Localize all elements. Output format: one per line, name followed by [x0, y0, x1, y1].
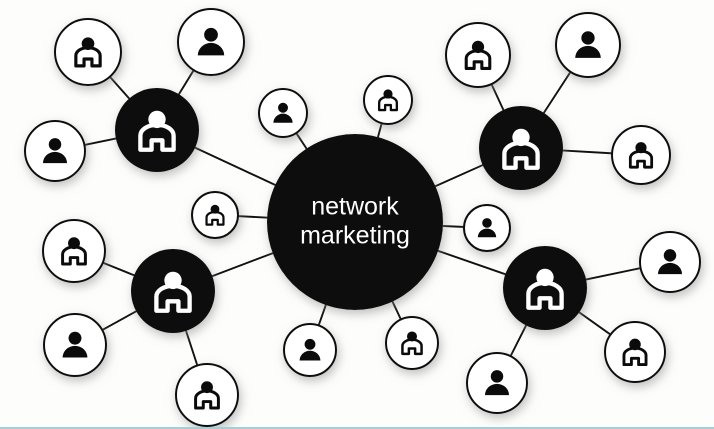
person-solid-icon [575, 31, 601, 58]
node-disc-white [258, 88, 308, 138]
person-outline-white-icon [502, 128, 540, 170]
hub-node-hub-top-left[interactable] [115, 88, 199, 172]
node-disc-white [175, 363, 239, 427]
node-disc-white [363, 75, 413, 125]
edge-hub-bottom-right-to-node-br-b [577, 310, 613, 337]
edge-hub-top-right-to-node-tr-c [560, 149, 614, 155]
person-node-node-br-b[interactable] [604, 321, 666, 383]
edge-hub-top-left-to-node-tl-a [108, 75, 131, 101]
hub-node-hub-bottom-left[interactable] [131, 249, 215, 333]
node-disc-white [43, 313, 107, 377]
person-node-node-b-c[interactable] [466, 352, 528, 414]
person-node-node-br-a[interactable] [639, 231, 701, 293]
person-outline-icon [194, 381, 220, 410]
node-disc-white [54, 18, 122, 86]
person-outline-white-icon [138, 110, 176, 152]
edge-center-hub-to-node-c-a [294, 131, 308, 151]
edge-center-hub-to-node-c-c [236, 215, 270, 219]
person-outline-white-icon [526, 268, 564, 310]
person-node-node-tl-b[interactable] [177, 8, 245, 76]
edge-hub-top-left-to-node-tl-c [82, 137, 118, 147]
center-hub-label-line2: marketing [300, 222, 410, 250]
edge-hub-bottom-left-to-node-bl-b [100, 309, 139, 332]
hub-node-hub-top-right[interactable] [479, 106, 563, 190]
node-disc-white [555, 12, 621, 78]
person-solid-icon [485, 370, 509, 396]
person-outline-icon [205, 204, 225, 226]
person-node-node-bl-b[interactable] [43, 313, 107, 377]
edge-center-hub-to-hub-bottom-right [436, 249, 508, 276]
person-node-node-tr-c[interactable] [611, 125, 671, 185]
node-disc-white [463, 204, 511, 252]
person-outline-icon [61, 237, 87, 266]
person-node-node-tl-c[interactable] [24, 120, 86, 182]
node-disc-white [42, 219, 106, 283]
person-outline-icon [464, 40, 492, 70]
node-disc-black [479, 106, 563, 190]
edge-layer [82, 68, 643, 368]
person-node-node-bl-c[interactable] [175, 363, 239, 427]
person-node-node-b-a[interactable] [283, 323, 337, 377]
node-disc-white [445, 22, 511, 88]
person-node-node-bl-a[interactable] [42, 219, 106, 283]
node-disc-white [466, 352, 528, 414]
person-node-node-c-d[interactable] [463, 204, 511, 252]
node-disc-black [267, 134, 443, 310]
person-solid-icon [658, 249, 682, 275]
edge-hub-top-right-to-node-tr-b [542, 70, 573, 115]
edge-center-hub-to-hub-bottom-left [210, 251, 275, 278]
node-disc-white [24, 120, 86, 182]
person-solid-icon [273, 102, 293, 123]
node-disc-white [611, 125, 671, 185]
node-disc-black [503, 246, 587, 330]
node-disc-white [283, 323, 337, 377]
edge-hub-bottom-right-to-node-b-c [509, 323, 528, 359]
hub-node-hub-bottom-right[interactable] [503, 246, 587, 330]
person-node-node-tl-a[interactable] [54, 18, 122, 86]
person-node-node-c-c[interactable] [191, 191, 239, 239]
edge-hub-top-left-to-center-hub [193, 146, 278, 187]
person-solid-icon [197, 27, 225, 56]
edge-center-hub-to-node-c-d [440, 225, 466, 228]
person-node-node-b-b[interactable] [385, 316, 439, 370]
edge-hub-top-right-to-node-tr-a [490, 82, 505, 112]
person-solid-icon [477, 218, 497, 238]
node-disc-white [191, 191, 239, 239]
person-outline-icon [74, 37, 102, 68]
node-disc-white [639, 231, 701, 293]
person-node-node-tr-a[interactable] [445, 22, 511, 88]
edge-hub-bottom-left-to-node-bl-c [184, 329, 199, 368]
node-disc-white [604, 321, 666, 383]
edge-hub-top-left-to-node-tl-b [177, 68, 196, 97]
edge-center-hub-to-node-c-b [376, 121, 383, 139]
person-outline-icon [401, 331, 423, 356]
person-solid-icon [43, 138, 67, 164]
person-node-node-tr-b[interactable] [555, 12, 621, 78]
edge-center-hub-to-node-b-b [391, 299, 403, 322]
person-node-node-c-b[interactable] [363, 75, 413, 125]
edge-hub-bottom-left-to-node-bl-a [100, 261, 136, 277]
edge-center-hub-to-node-b-a [317, 303, 328, 328]
node-disc-black [131, 249, 215, 333]
person-outline-icon [622, 338, 648, 367]
center-hub-label-line1: network [311, 193, 399, 221]
person-outline-icon [628, 142, 654, 169]
person-outline-icon [378, 89, 398, 112]
person-outline-white-icon [154, 271, 192, 313]
edge-hub-bottom-right-to-node-br-a [584, 266, 643, 281]
node-disc-black [115, 88, 199, 172]
person-solid-icon [62, 331, 88, 358]
person-solid-icon [299, 338, 321, 361]
edge-center-hub-to-hub-top-right [433, 163, 485, 188]
node-disc-white [177, 8, 245, 76]
node-disc-white [385, 316, 439, 370]
person-node-node-c-a[interactable] [258, 88, 308, 138]
